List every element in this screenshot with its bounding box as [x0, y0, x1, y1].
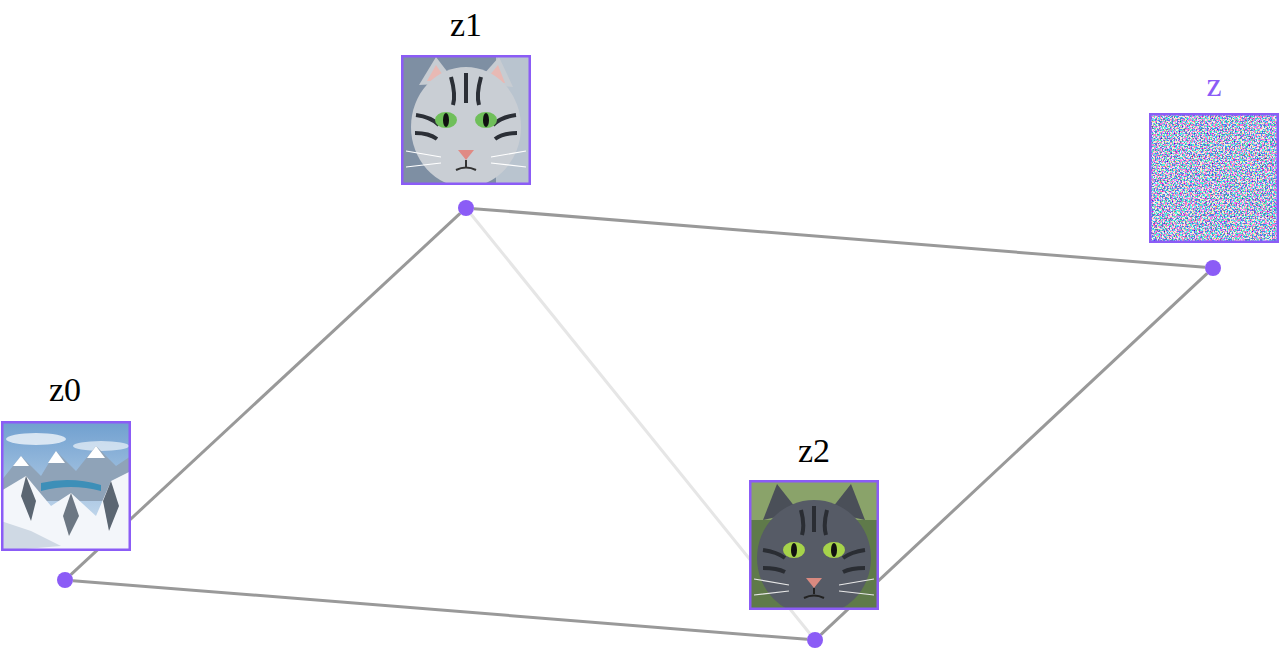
latent-point: z2: [807, 632, 823, 648]
latent-point: z1: [458, 200, 474, 216]
noise-thumbnail: [1149, 113, 1279, 243]
mountain-thumbnail: [1, 421, 131, 551]
point-label: z2: [798, 434, 830, 468]
connector: [73, 581, 807, 640]
cat-thumbnail: [749, 480, 879, 610]
point-label: z1: [450, 8, 482, 42]
cat-thumbnail: [401, 55, 531, 185]
latent-point: z0: [57, 572, 73, 588]
point-label: z: [1206, 68, 1221, 102]
point-label: z0: [49, 373, 81, 407]
connector: [474, 209, 1205, 268]
latent-point: z: [1205, 260, 1221, 276]
